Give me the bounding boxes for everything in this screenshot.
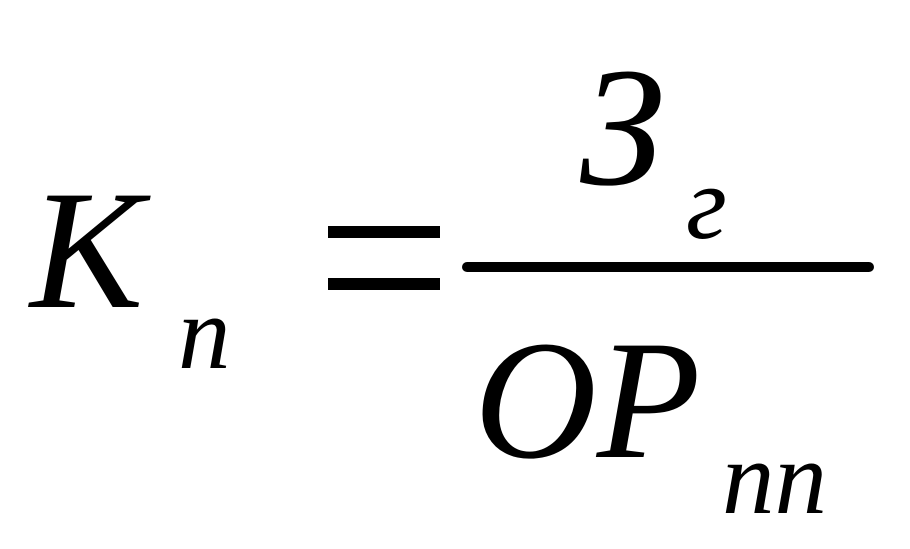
denominator-symbol: ОР [474,306,701,494]
fraction-line [462,262,874,272]
numerator-symbol: З [580,33,665,221]
denominator-subscript: пп [722,419,827,536]
equals-sign [328,226,440,290]
lhs-subscript: п [178,274,231,391]
numerator-subscript: г [686,144,727,261]
lhs-symbol: K [30,156,144,344]
equals-bottom-bar [328,278,440,290]
equals-top-bar [328,226,440,238]
